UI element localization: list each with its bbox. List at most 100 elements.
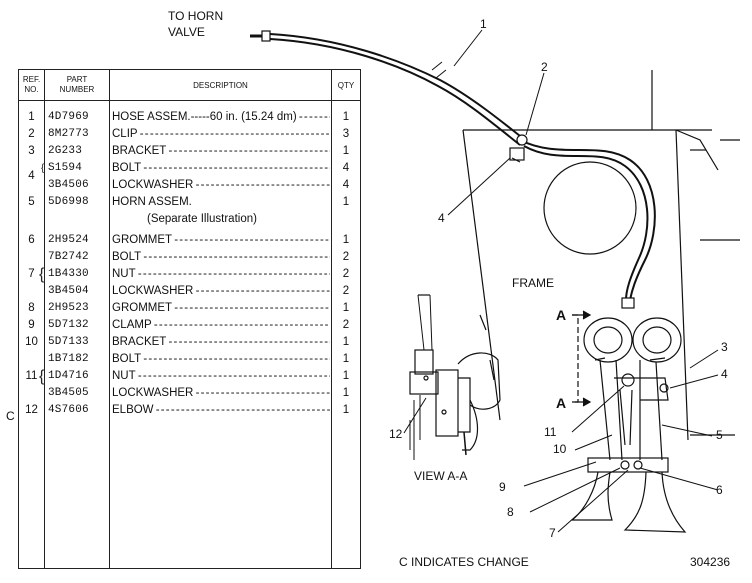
row-qty: 2 bbox=[342, 319, 350, 331]
row-part-number: 2H9524 bbox=[48, 234, 89, 246]
row-ref: 4 bbox=[28, 170, 35, 182]
row-part-number: 2H9523 bbox=[48, 302, 89, 314]
row-description: LOCKWASHER bbox=[112, 179, 330, 191]
row-qty: 3 bbox=[342, 128, 350, 140]
row-qty: 1 bbox=[342, 370, 350, 382]
row-ref: 5 bbox=[28, 196, 35, 208]
header-ref: REF. NO. bbox=[19, 75, 44, 95]
row-qty: 1 bbox=[342, 404, 350, 416]
callout-3: 3 bbox=[721, 340, 728, 354]
table-row: 5 5D6998 HORN ASSEM. 1 bbox=[19, 194, 360, 211]
row-description: BOLT bbox=[112, 353, 330, 365]
row-part-number: 4S7606 bbox=[48, 404, 89, 416]
row-part-number: 7B2742 bbox=[48, 251, 89, 263]
row-ref: 3 bbox=[28, 145, 35, 157]
row-qty: 1 bbox=[342, 234, 350, 246]
row-part-number: 3B4505 bbox=[48, 387, 89, 399]
row-qty: 2 bbox=[342, 285, 350, 297]
header-description: DESCRIPTION bbox=[193, 81, 248, 90]
view-aa-label: VIEW A-A bbox=[414, 469, 468, 483]
callout-4-right: 4 bbox=[721, 367, 728, 381]
callout-7: 7 bbox=[549, 526, 556, 540]
row-part-number: 5D7133 bbox=[48, 336, 89, 348]
table-row: 3 2G233 BRACKET 1 bbox=[19, 143, 360, 160]
row-description: LOCKWASHER bbox=[112, 387, 330, 399]
row-description: CLIP bbox=[112, 128, 330, 140]
row-description: BRACKET bbox=[112, 145, 330, 157]
parts-table: REF. NO. PART NUMBER DESCRIPTION QTY { {… bbox=[18, 69, 361, 569]
row-qty: 1 bbox=[342, 302, 350, 314]
row-ref: 2 bbox=[28, 128, 35, 140]
table-row: 12 4S7606 ELBOW 1 bbox=[19, 402, 360, 419]
callout-10: 10 bbox=[553, 442, 567, 456]
row-ref: 9 bbox=[28, 319, 35, 331]
table-row: S1594 BOLT 4 bbox=[19, 160, 360, 177]
brace-11: { bbox=[39, 368, 45, 385]
row-description: ELBOW bbox=[112, 404, 330, 416]
row-part-number: S1594 bbox=[48, 162, 83, 174]
row-part-number: 8M2773 bbox=[48, 128, 89, 140]
callout-2: 2 bbox=[541, 60, 548, 74]
row-part-number: 2G233 bbox=[48, 145, 83, 157]
row-part-number: 4D7969 bbox=[48, 111, 89, 123]
row-description: GROMMET bbox=[112, 302, 330, 314]
row-description: LOCKWASHER bbox=[112, 285, 330, 297]
view-aa-detail bbox=[409, 294, 501, 460]
header-ref-line2: NO. bbox=[24, 85, 39, 94]
row-description: BRACKET bbox=[112, 336, 330, 348]
drawing-number: 304236 bbox=[690, 555, 731, 569]
row-part-number: 5D6998 bbox=[48, 196, 89, 208]
row-ref: 1 bbox=[28, 111, 35, 123]
table-row: 3B4504 LOCKWASHER 2 bbox=[19, 283, 360, 300]
table-row: 6 2H9524 GROMMET 1 bbox=[19, 232, 360, 249]
table-row: (Separate Illustration) bbox=[19, 211, 360, 228]
table-row: 3B4505 LOCKWASHER 1 bbox=[19, 385, 360, 402]
row-description: BOLT bbox=[112, 162, 330, 174]
row-qty: 1 bbox=[342, 196, 350, 208]
header-ref-line1: REF. bbox=[22, 75, 41, 84]
table-row: 10 5D7133 BRACKET 1 bbox=[19, 334, 360, 351]
row-qty: 4 bbox=[342, 162, 350, 174]
row-ref: 12 bbox=[25, 404, 38, 416]
row-part-number: 3B4506 bbox=[48, 179, 89, 191]
section-arrows bbox=[572, 310, 592, 407]
table-row: 4 3B4506 LOCKWASHER 4 bbox=[19, 170, 360, 194]
row-ref: 10 bbox=[25, 336, 38, 348]
row-description: NUT bbox=[112, 370, 330, 382]
leader-lines bbox=[403, 29, 719, 533]
row-qty: 4 bbox=[342, 179, 350, 191]
callout-6: 6 bbox=[716, 483, 723, 497]
callout-9: 9 bbox=[499, 480, 506, 494]
header-part-line1: PART bbox=[66, 75, 88, 84]
to-horn-valve-label-2: VALVE bbox=[168, 25, 205, 39]
callout-4-top: 4 bbox=[438, 211, 445, 225]
table-row: 1B7182 BOLT 1 bbox=[19, 351, 360, 368]
row-description: (Separate Illustration) bbox=[147, 213, 257, 225]
to-horn-valve-label-1: TO HORN bbox=[168, 9, 224, 23]
frame-outline bbox=[462, 70, 740, 441]
row-description: HORN ASSEM. bbox=[112, 196, 192, 208]
callout-5: 5 bbox=[716, 428, 723, 442]
row-qty: 1 bbox=[342, 111, 350, 123]
row-qty: 1 bbox=[342, 387, 350, 399]
section-a-bottom-label: A bbox=[556, 395, 567, 411]
header-part-number: PART NUMBER bbox=[45, 75, 109, 95]
twin-horns bbox=[570, 317, 687, 533]
table-row: 9 5D7132 CLAMP 2 bbox=[19, 317, 360, 334]
callout-1: 1 bbox=[480, 17, 487, 31]
header-qty: QTY bbox=[337, 81, 355, 90]
callout-12: 12 bbox=[389, 427, 403, 441]
row-part-number: 1B4330 bbox=[48, 268, 89, 280]
table-row: 7 1B4330 NUT 2 bbox=[19, 266, 360, 283]
row-description: NUT bbox=[112, 268, 330, 280]
row-part-number: 5D7132 bbox=[48, 319, 89, 331]
row-qty: 1 bbox=[342, 145, 350, 157]
callout-8: 8 bbox=[507, 505, 514, 519]
change-note: C INDICATES CHANGE bbox=[399, 555, 529, 569]
table-row: 11 1D4716 NUT 1 bbox=[19, 368, 360, 385]
brace-7: { bbox=[39, 266, 45, 283]
row-ref: 11 bbox=[25, 370, 38, 382]
row-part-number: 1D4716 bbox=[48, 370, 89, 382]
